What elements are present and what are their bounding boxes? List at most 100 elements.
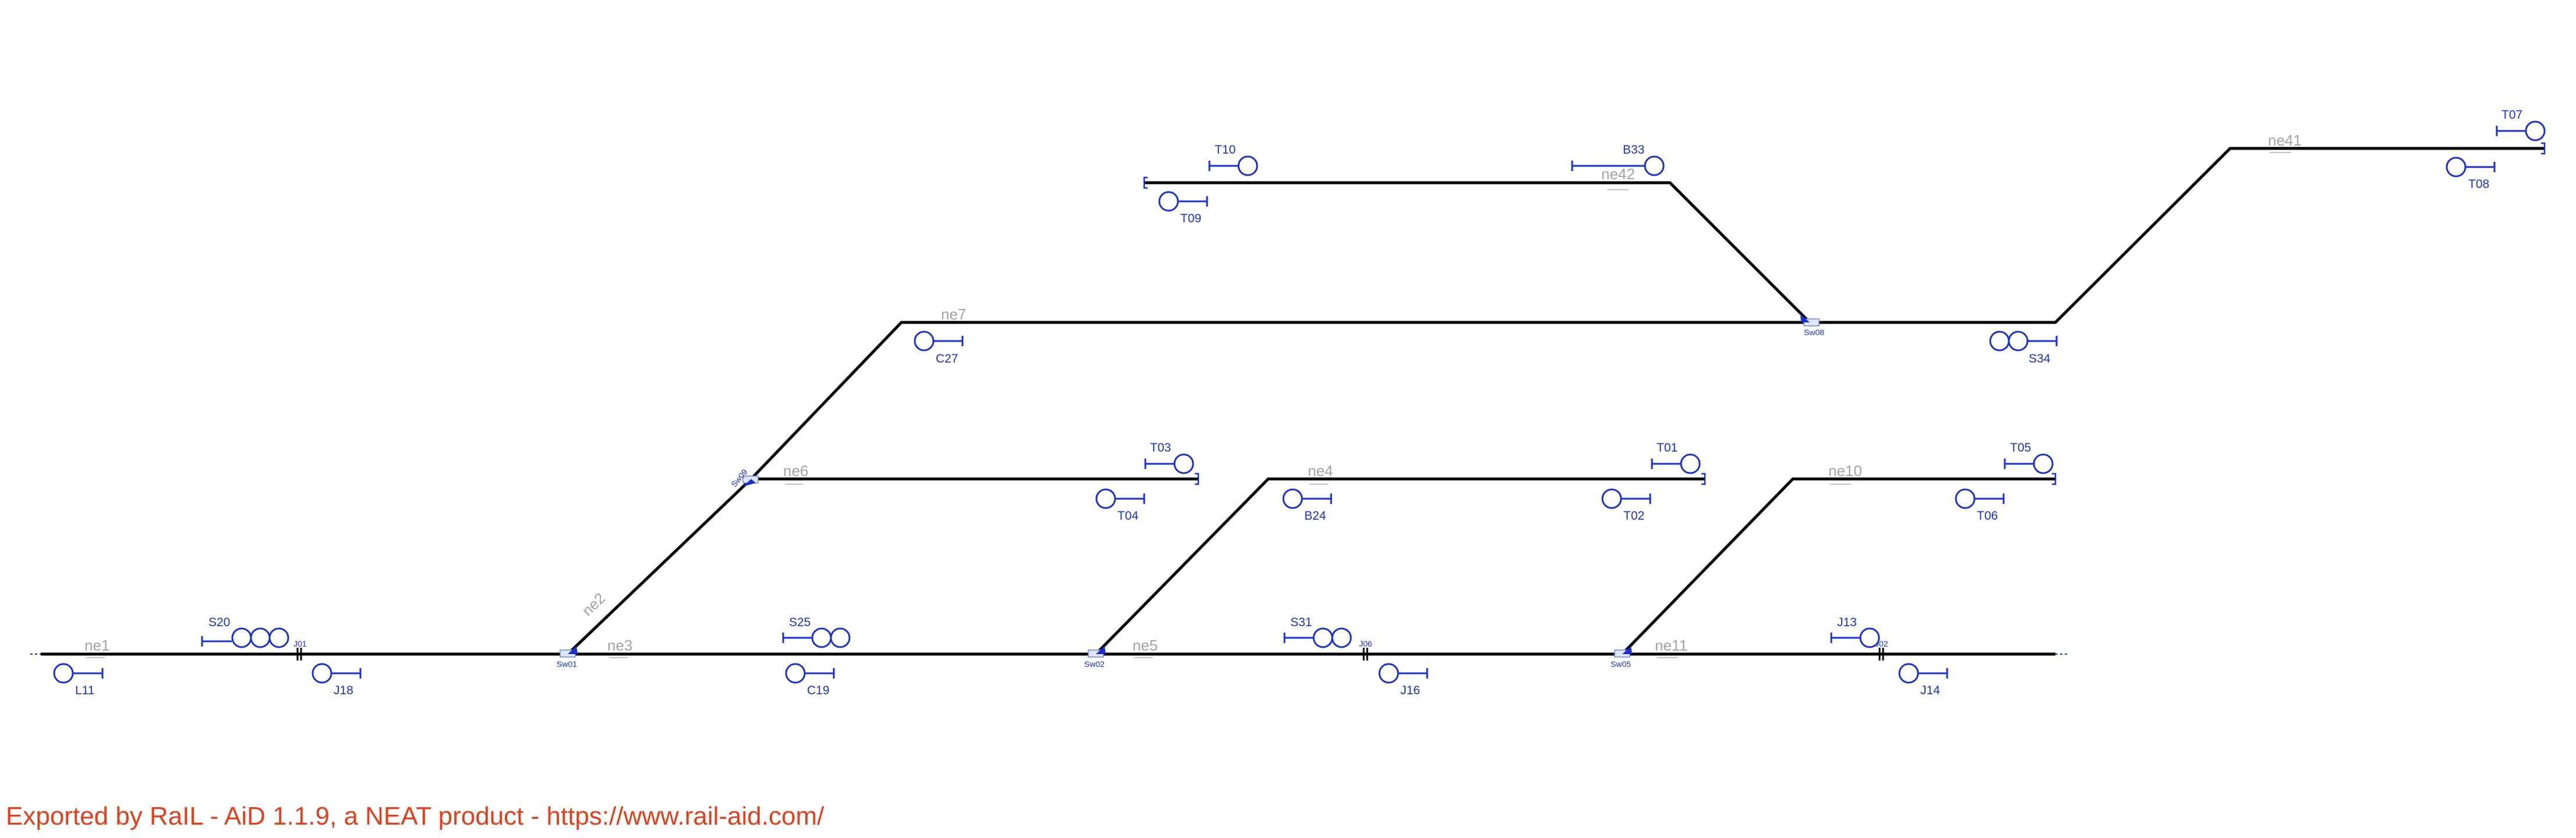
signal-label: S34 <box>2029 352 2051 365</box>
signal-lamp <box>830 627 851 648</box>
signal-label: T05 <box>2010 441 2031 454</box>
signal-label: J18 <box>334 684 353 697</box>
signal-t08[interactable]: T08 <box>2446 157 2496 191</box>
signal-label: T09 <box>1180 212 1201 225</box>
signal-lamp <box>811 627 832 648</box>
buffer-stop-ne41 <box>2541 142 2546 155</box>
signal-lamp <box>1282 488 1303 509</box>
edge-label: ne4 <box>1308 462 1333 480</box>
signal-lamp <box>2446 157 2467 177</box>
signal-lamp <box>1601 488 1622 509</box>
signal-t09[interactable]: T09 <box>1158 191 1208 225</box>
signal-j14[interactable]: J14 <box>1898 663 1948 697</box>
signal-s25[interactable]: S25 <box>782 616 851 648</box>
signal-lamp <box>231 627 252 648</box>
signal-lamp <box>2033 453 2054 474</box>
buffer-stop-ne4 <box>1701 473 1706 485</box>
switch-sw02-marker <box>1096 646 1106 654</box>
joint-label: J06 <box>1359 639 1372 648</box>
signals: S20 L11 J18 S25 C19 <box>53 108 2546 697</box>
switches: Sw01 Sw02 Sw05 Sw08 Sw09 <box>557 314 1824 669</box>
signal-c27[interactable]: C27 <box>914 331 964 365</box>
signal-t02[interactable]: T02 <box>1601 488 1651 523</box>
joint-label: J01 <box>293 639 307 648</box>
signal-j18[interactable]: J18 <box>312 663 362 697</box>
signal-s34[interactable]: S34 <box>1989 331 2058 365</box>
signal-label: S25 <box>789 616 811 629</box>
switch-sw09-marker <box>743 479 756 487</box>
edge-label: ne10 <box>1828 462 1862 480</box>
signal-b33[interactable]: B33 <box>1571 143 1665 176</box>
export-footer: Exported by RaIL - AiD 1.1.9, a NEAT pro… <box>6 802 825 830</box>
signal-label: T02 <box>1623 509 1644 523</box>
signal-label: B33 <box>1623 143 1644 157</box>
switch-sw05-marker <box>1622 646 1632 654</box>
edge-label: ne42 <box>1601 165 1635 183</box>
signal-s20[interactable]: S20 <box>201 616 289 648</box>
edge-label: ne5 <box>1133 637 1158 654</box>
buffer-stop-ne6 <box>1195 473 1199 485</box>
signal-j13[interactable]: J13 <box>1830 616 1880 648</box>
signal-t03[interactable]: T03 <box>1144 441 1194 474</box>
signal-lamp <box>1989 331 2010 351</box>
track-ne2[interactable] <box>567 478 752 655</box>
switch-sw01-marker <box>568 646 578 654</box>
signal-lamp <box>1312 627 1333 648</box>
track-ne7[interactable] <box>750 321 1810 480</box>
joints: J01 J06 J02 <box>293 639 1888 661</box>
signal-s31[interactable]: S31 <box>1283 616 1352 648</box>
signal-label: J16 <box>1400 684 1420 697</box>
track-ne4[interactable] <box>1095 477 1705 655</box>
switch-sw08-marker <box>1800 314 1810 322</box>
signal-label: T07 <box>2501 108 2522 122</box>
edge-label: ne41 <box>2268 132 2302 149</box>
switch-label: Sw02 <box>1084 659 1105 669</box>
signal-label: J14 <box>1920 684 1940 697</box>
signal-label: C19 <box>807 684 830 697</box>
signal-lamp <box>2525 120 2546 141</box>
track-ne41[interactable] <box>1810 147 2545 324</box>
buffer-stops <box>1143 142 2546 485</box>
signal-lamp <box>785 663 806 684</box>
signal-lamp <box>2008 331 2029 351</box>
edge-label: ne7 <box>941 306 966 323</box>
signal-lamp <box>1237 155 1258 176</box>
signal-l11[interactable]: L11 <box>53 663 104 697</box>
signal-label: L11 <box>75 684 94 697</box>
signal-lamp <box>1331 627 1352 648</box>
tracks <box>41 147 2545 656</box>
signal-lamp <box>268 627 289 648</box>
signal-label: T01 <box>1657 441 1678 454</box>
signal-j16[interactable]: J16 <box>1378 663 1428 697</box>
signal-label: B24 <box>1304 509 1326 523</box>
signal-t04[interactable]: T04 <box>1095 488 1145 523</box>
signal-c19[interactable]: C19 <box>785 663 835 697</box>
edge-label: ne6 <box>783 462 808 480</box>
signal-lamp <box>53 663 74 684</box>
signal-lamp <box>1095 488 1116 509</box>
signal-label: S31 <box>1290 616 1312 629</box>
signal-lamp <box>312 663 332 684</box>
signal-t01[interactable]: T01 <box>1651 441 1701 474</box>
signal-lamp <box>1859 627 1880 648</box>
edge-label: ne11 <box>1655 637 1687 654</box>
track-ne10[interactable] <box>1621 477 2055 655</box>
switch-label: Sw08 <box>1804 328 1824 337</box>
signal-t05[interactable]: T05 <box>2004 441 2054 474</box>
signal-lamp <box>1173 453 1194 474</box>
signal-label: T03 <box>1150 441 1171 454</box>
signal-lamp <box>1644 155 1665 176</box>
signal-t10[interactable]: T10 <box>1208 143 1258 176</box>
switch-label: Sw05 <box>1611 659 1631 669</box>
signal-t07[interactable]: T07 <box>2496 108 2546 141</box>
signal-label: S20 <box>208 616 230 629</box>
edge-label: ne1 <box>84 637 109 654</box>
signal-lamp <box>1158 191 1179 212</box>
edge-label: ne3 <box>607 637 632 654</box>
signal-t06[interactable]: T06 <box>1955 488 2005 523</box>
signal-b24[interactable]: B24 <box>1282 488 1332 523</box>
track-ne42[interactable] <box>1144 181 1811 324</box>
signal-label: J13 <box>1837 616 1857 629</box>
signal-label: T06 <box>1977 509 1998 523</box>
